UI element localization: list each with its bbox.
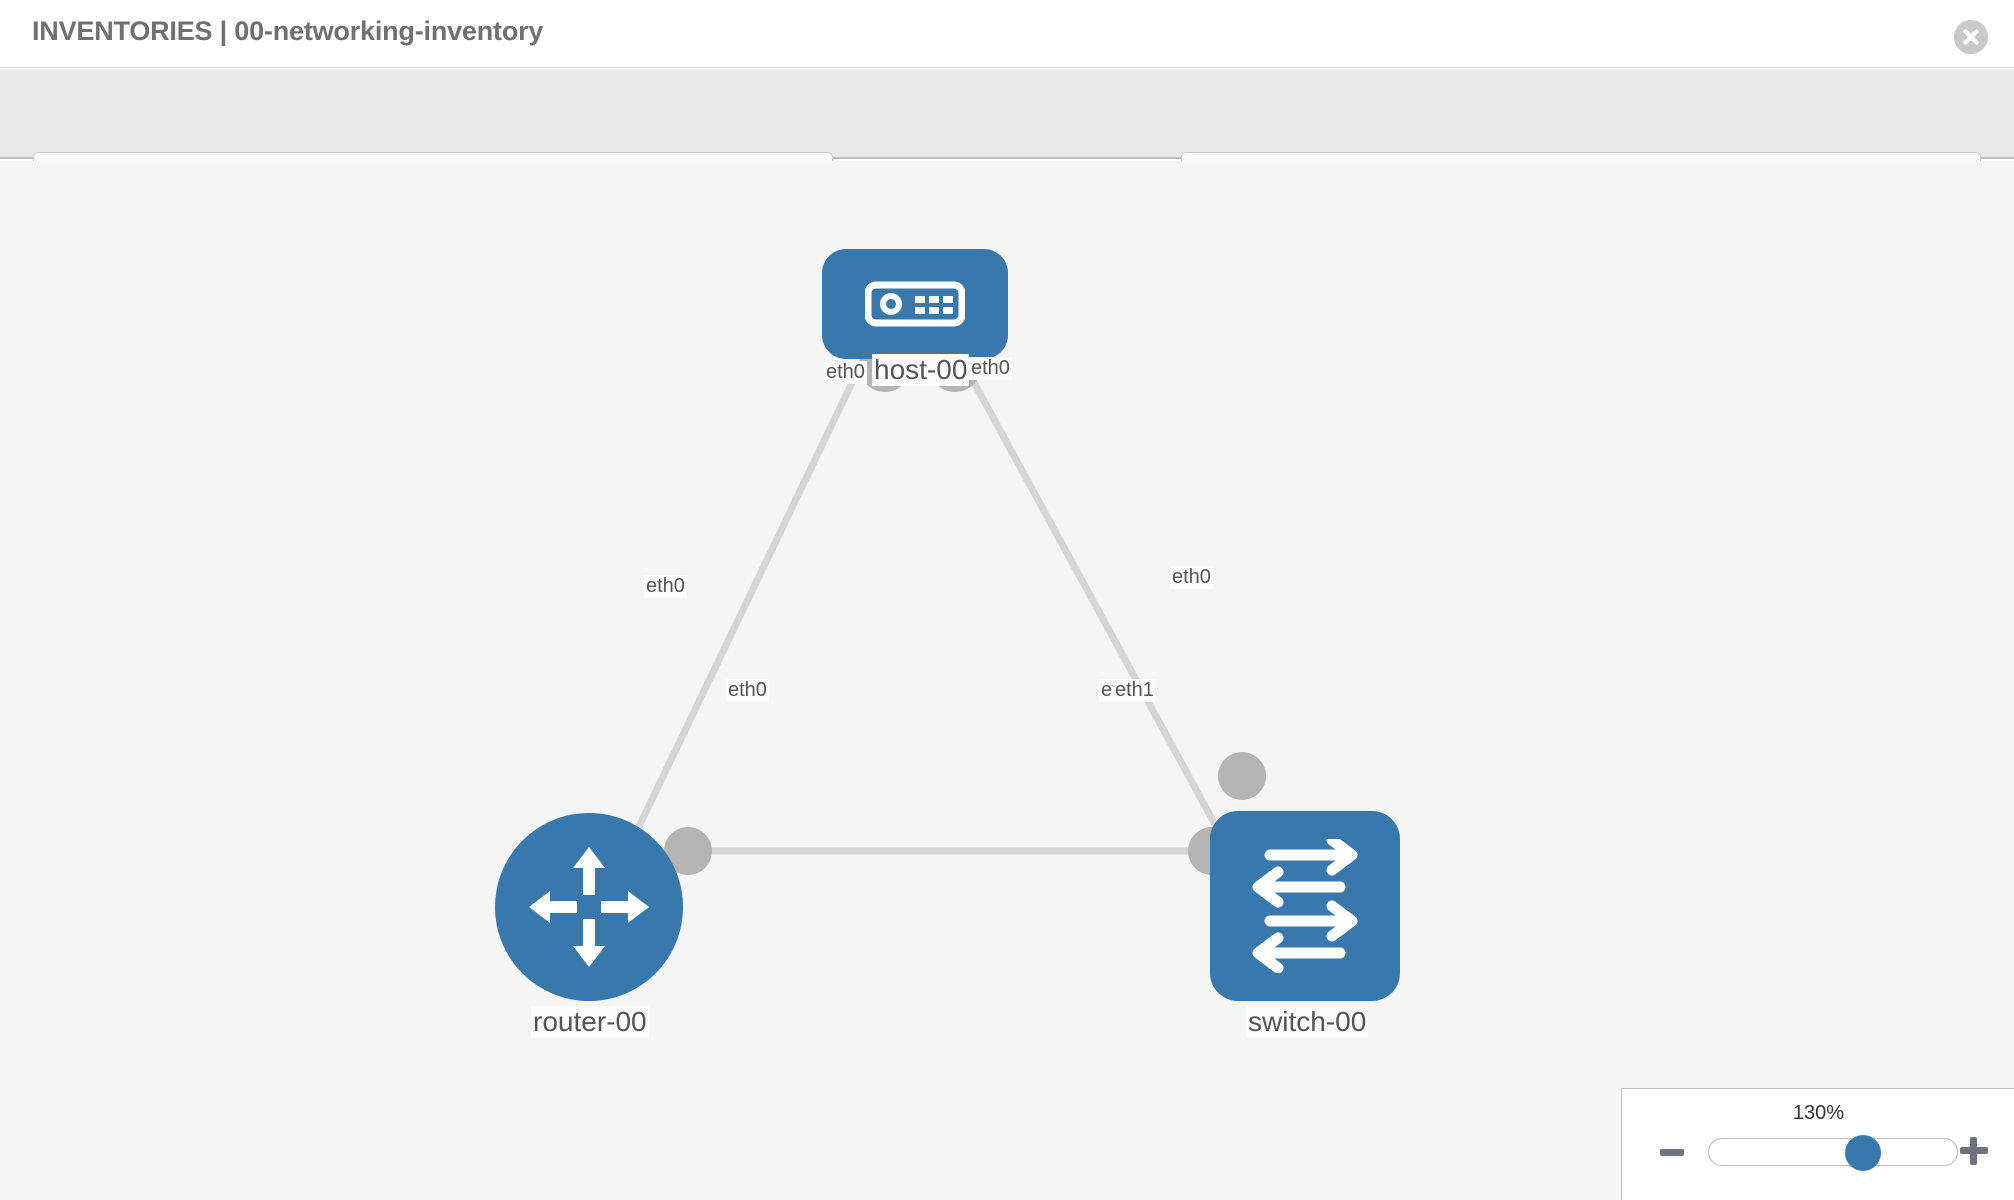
zoom-level-label: 130% [1792, 1102, 1845, 1124]
topology-canvas[interactable]: host-00 router-00 switch-00 eth0 eth0 et… [0, 161, 2014, 1200]
connector-switch00-top [1218, 752, 1266, 800]
page-header: INVENTORIES | 00-networking-inventory [0, 0, 2014, 68]
zoom-control-panel: 130% [1621, 1088, 2014, 1200]
zoom-in-button[interactable] [1960, 1137, 1988, 1165]
edge-label-router00-eth0-mid: eth0 [726, 679, 769, 702]
edge-label-router00-eth0-up: eth0 [644, 575, 687, 598]
node-switch-00-shape [1210, 811, 1400, 1001]
edge-label-switch00-eth0-up: eth0 [1170, 566, 1213, 589]
node-router-00-shape [495, 813, 683, 1001]
node-router-00[interactable] [495, 813, 683, 1001]
switch-arrows-icon [1252, 839, 1358, 973]
close-icon[interactable] [1954, 20, 1988, 54]
server-icon [865, 281, 965, 327]
node-switch-00[interactable] [1210, 811, 1400, 1001]
node-label-router-00: router-00 [531, 1006, 649, 1038]
connector-router00-right [664, 827, 712, 875]
node-label-switch-00: switch-00 [1246, 1006, 1369, 1038]
router-arrows-icon [529, 847, 649, 967]
edge-label-switch00-eth1-mid: eth1 [1113, 679, 1156, 702]
edge-host00-router00 [616, 364, 864, 868]
node-host-00-shape [822, 249, 1008, 359]
page-title: INVENTORIES | 00-networking-inventory [32, 16, 544, 46]
node-host-00[interactable] [822, 249, 1008, 359]
topology-connectors [664, 340, 1266, 875]
zoom-slider-thumb[interactable] [1844, 1135, 1881, 1171]
edge-host00-switch00 [961, 364, 1239, 863]
edge-label-host00-eth0-right: eth0 [969, 357, 1012, 380]
node-label-host-00: host-00 [872, 354, 970, 386]
zoom-out-button[interactable] [1660, 1149, 1684, 1156]
edge-label-host00-eth0-left: eth0 [824, 361, 867, 384]
zoom-slider[interactable] [1708, 1135, 1958, 1171]
topology-edges [616, 364, 1239, 868]
toolbar: ACTIONS SEARCH [0, 69, 2014, 204]
